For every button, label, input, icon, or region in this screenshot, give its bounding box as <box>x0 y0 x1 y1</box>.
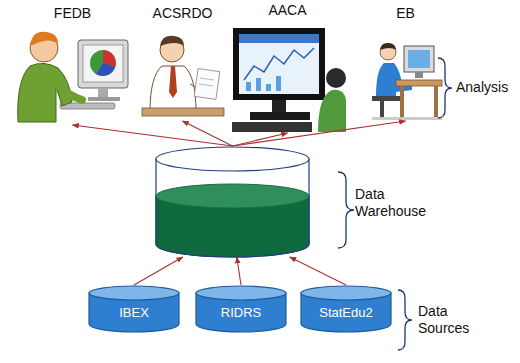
warehouse-cylinder: Data Warehouse <box>155 146 310 258</box>
analyst-label: EB <box>368 3 443 22</box>
analyst-figure <box>232 28 346 132</box>
flow-arrow <box>183 121 233 146</box>
analyst-node: EB <box>368 3 443 121</box>
analyst-figure <box>142 36 224 116</box>
flow-arrow <box>237 257 241 285</box>
cylinder-outline <box>155 146 310 258</box>
analyst-label: ACSRDO <box>140 3 225 22</box>
flow-arrow <box>290 257 346 285</box>
analyst-node: FEDB <box>15 3 130 125</box>
analyst-figure <box>372 43 442 120</box>
analyst-label: AACA <box>230 0 345 19</box>
section-label: Analysis <box>456 79 518 96</box>
flow-arrow <box>233 121 406 146</box>
analyst-figure <box>18 32 128 122</box>
flow-arrow <box>134 257 183 285</box>
layer-label: Data Warehouse <box>355 186 437 220</box>
analyst-node: AACA <box>230 0 345 133</box>
flow-arrow <box>73 125 233 146</box>
source-name: IBEX <box>88 305 180 321</box>
analyst-label: FEDB <box>15 3 130 22</box>
analyst-node: ACSRDO <box>140 3 225 121</box>
section-label: Data Sources <box>418 303 496 337</box>
source-cylinder: RIDRS <box>195 285 287 333</box>
source-name: StatEdu2 <box>300 305 392 321</box>
source-name: RIDRS <box>195 305 287 321</box>
source-cylinder: IBEX <box>88 285 180 333</box>
source-cylinder: StatEdu2 <box>300 285 392 333</box>
